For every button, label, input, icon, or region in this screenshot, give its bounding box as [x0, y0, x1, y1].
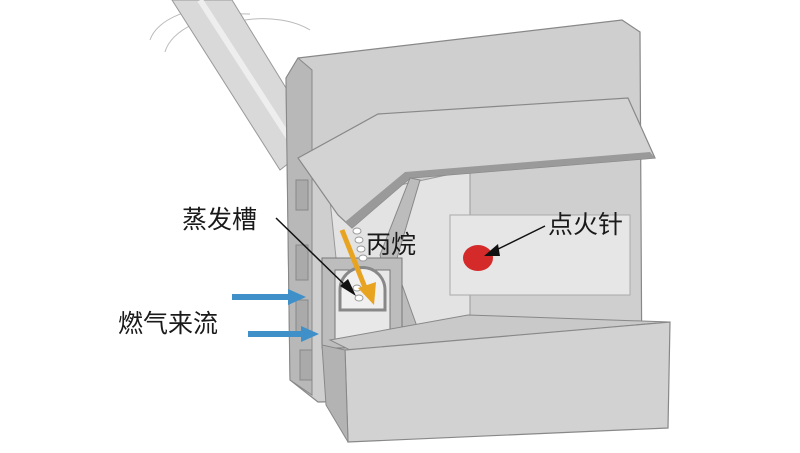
fuel-holes: [352, 227, 368, 302]
label-propane: 丙烷: [366, 230, 417, 259]
hood-edge: [345, 152, 655, 228]
side-slots: [295, 179, 313, 381]
plate-edge: [285, 57, 313, 396]
igniter-leader-line: [484, 225, 546, 256]
igniter-tip: [463, 245, 493, 271]
label-gas-inflow: 燃气来流: [118, 309, 219, 338]
pipe-highlight: [197, 0, 303, 157]
label-igniter: 点火针: [548, 210, 624, 239]
bottom-box-side: [321, 344, 349, 443]
propane-arrow: [339, 229, 376, 305]
label-evaporation-groove: 蒸发槽: [182, 205, 258, 234]
gas-inflow-arrow-2: [248, 326, 319, 342]
gas-inflow-arrow-1: [232, 289, 306, 305]
groove-leader-line: [275, 217, 356, 296]
